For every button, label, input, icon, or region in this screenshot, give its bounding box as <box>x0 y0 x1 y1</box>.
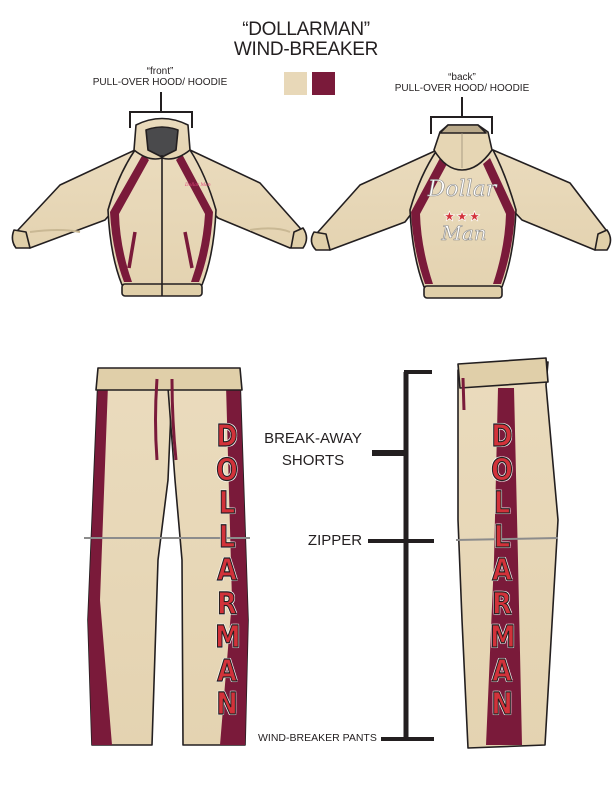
title-line-1: “DOLLARMAN” <box>242 19 370 40</box>
back-hoodie-label: “back” PULL-OVER HOOD/ HOODIE <box>362 72 562 94</box>
back-script-dollar: Dollar <box>427 177 498 202</box>
leg-letter: D <box>216 419 238 454</box>
swatch-tan <box>284 72 307 95</box>
back-description: PULL-OVER HOOD/ HOODIE <box>394 83 530 94</box>
svg-text:Dollar Man: Dollar Man <box>184 182 211 188</box>
callout-shorts-line2: SHORTS <box>281 452 345 469</box>
title-line-2: WIND-BREAKER <box>233 39 379 60</box>
back-stars: ★★★ <box>443 208 481 224</box>
leg-letter: R <box>492 586 513 622</box>
leg-letter: R <box>217 586 238 622</box>
leg-letter: A <box>492 653 513 689</box>
front-qualifier: “front” <box>146 66 174 77</box>
leg-letter: M <box>215 620 241 655</box>
side-pants-illustration <box>455 357 559 749</box>
leg-letter: A <box>217 553 238 588</box>
leg-letter: A <box>492 553 513 588</box>
back-script-man: Man <box>440 221 486 245</box>
swatch-maroon <box>312 72 335 95</box>
back-hood-bracket <box>430 97 493 134</box>
leg-letter: L <box>493 519 511 555</box>
callout-shorts-line1: BREAK-AWAY <box>264 430 362 447</box>
leg-letter: L <box>218 486 236 521</box>
leg-letter: M <box>490 620 516 655</box>
front-pants-illustration <box>84 367 250 746</box>
leg-letter: N <box>216 687 238 722</box>
wind-breaker-pants-label: WIND-BREAKER PANTS <box>258 732 377 744</box>
front-hood-bracket <box>129 92 193 128</box>
page-title: “DOLLARMAN” WIND-BREAKER <box>0 20 612 60</box>
break-away-shorts-label: BREAK-AWAY SHORTS <box>262 428 364 472</box>
front-hoodie-illustration: Dollar Man <box>11 117 308 297</box>
front-hoodie-label: “front” PULL-OVER HOOD/ HOODIE <box>60 66 260 88</box>
back-qualifier: “back” <box>448 72 476 83</box>
leg-letter: L <box>218 519 236 555</box>
zipper-label: ZIPPER <box>307 532 363 549</box>
measurement-scale <box>368 370 434 741</box>
leg-letter: L <box>493 486 511 521</box>
back-hoodie-illustration: Dollar ★★★ Man <box>310 124 612 299</box>
leg-letter: O <box>491 452 514 488</box>
leg-letter: D <box>491 419 513 454</box>
leg-letter: O <box>216 452 239 488</box>
front-description: PULL-OVER HOOD/ HOODIE <box>92 77 228 88</box>
leg-letter: N <box>491 687 513 722</box>
leg-letter: A <box>217 653 238 689</box>
